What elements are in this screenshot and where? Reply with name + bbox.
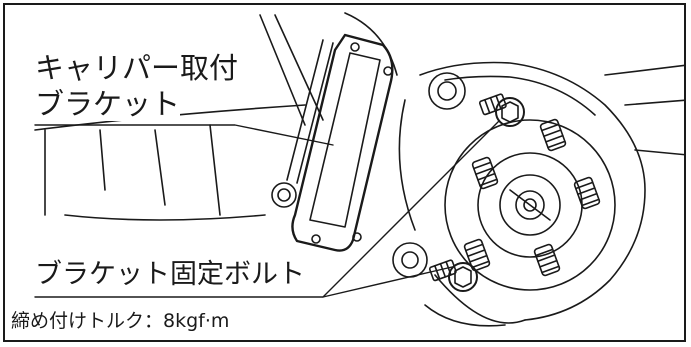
- bracket-bolt-label: ブラケット固定ボルト: [35, 259, 305, 290]
- tie-rod: [271, 39, 334, 208]
- torque-spec: 締め付けトルク：8kgf·m: [11, 310, 230, 332]
- caliper-bracket: [291, 33, 394, 252]
- bracket-bolt-lower: [428, 259, 478, 292]
- leader-lines: [34, 120, 500, 298]
- caliper-bracket-label-line1: キャリパー取付: [35, 51, 239, 85]
- steering-knuckle: [392, 61, 684, 327]
- caliper-bracket-label-line2: ブラケット: [35, 87, 181, 121]
- bracket-bolt-upper: [478, 93, 525, 127]
- brake-assembly-illustration: [34, 12, 684, 327]
- wheel-studs: [463, 118, 601, 277]
- diagram-frame: キャリパー取付 ブラケット ブラケット固定ボルト 締め付けトルク：8kgf·m: [3, 3, 686, 342]
